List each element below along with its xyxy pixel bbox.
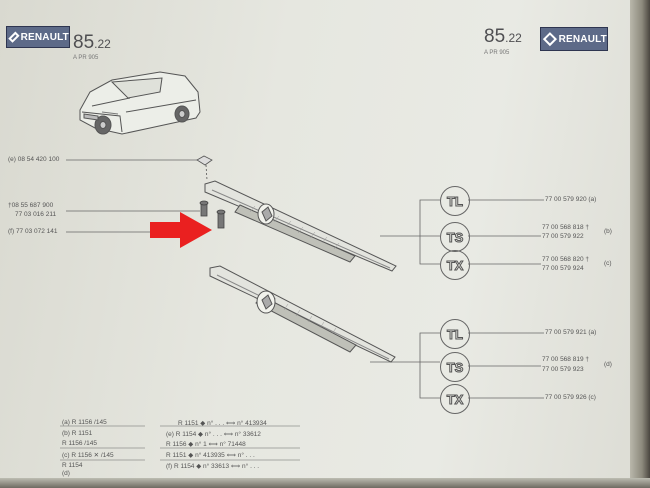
- legend-left-row: R 1154: [62, 462, 83, 469]
- page-number: 85: [73, 32, 95, 53]
- page-number-left: 85.22: [73, 32, 111, 54]
- car-illustration-icon: [79, 71, 201, 135]
- variant-tx-lower: TX: [440, 384, 470, 414]
- ref-dagger-part-2: 77 03 016 211: [15, 211, 57, 218]
- page-sub: .22: [94, 37, 111, 51]
- ref-dagger-part: †08 55 687 900: [8, 202, 54, 209]
- brand-label: RENAULT: [558, 33, 607, 45]
- screw-icon: [199, 200, 226, 229]
- part-ref: (a): [588, 329, 597, 336]
- part-number-tx-upper-1: 77 00 568 820 †: [542, 256, 589, 263]
- grille-strip-icon: [209, 265, 396, 363]
- part-ref-b: (b): [604, 228, 612, 235]
- variant-ts-lower: TS: [440, 352, 470, 382]
- part-ref: (a): [588, 196, 597, 203]
- renault-logo-right: RENAULT: [540, 27, 608, 51]
- part-number-tx-lower: 77 00 579 926 (c): [545, 394, 596, 401]
- legend-right-row: R 1151 ◆ n° . . . ⟺ n° 413934: [178, 420, 267, 427]
- legend-left-row: (c) R 1156 ✕ /145: [62, 452, 114, 459]
- part-number-ts-upper-1: 77 00 568 818 †: [542, 224, 589, 231]
- variant-tx-upper: TX: [440, 250, 470, 280]
- variant-ts-upper: TS: [440, 222, 470, 252]
- part-number: 77 00 579 921: [545, 329, 587, 336]
- legend-right-row: (e) R 1154 ◆ n° . . . ⟺ n° 33612: [166, 431, 261, 438]
- book-binding: [630, 0, 650, 488]
- part-number-tl-lower: 77 00 579 921 (a): [545, 329, 596, 336]
- part-ref: (c): [588, 394, 596, 401]
- part-number-tx-upper-2: 77 00 579 924: [542, 265, 584, 272]
- red-arrow-icon: [150, 212, 212, 248]
- part-number-tl-upper: 77 00 579 920 (a): [545, 196, 596, 203]
- part-number: 77 00 579 920: [545, 196, 587, 203]
- variant-tl-lower: TL: [440, 319, 470, 349]
- legend-left-row: (a) R 1156 /145: [62, 419, 107, 426]
- page-number: 85: [484, 26, 506, 47]
- ref-f-part: (f) 77 03 072 141: [8, 228, 58, 235]
- renault-logo-left: RENAULT: [6, 26, 70, 48]
- page-note-right: A PR 905: [484, 50, 510, 56]
- part-number-ts-lower-1: 77 00 568 819 †: [542, 356, 589, 363]
- page-sub: .22: [505, 31, 522, 45]
- grille-strip-icon: [204, 180, 397, 272]
- page-note-left: A PR 905: [73, 55, 99, 61]
- legend-right-row: R 1156 ◆ n° 1 ⟺ n° 71448: [166, 441, 246, 448]
- variant-tl-upper: TL: [440, 186, 470, 216]
- legend-right-row: (f) R 1154 ◆ n° 33613 ⟺ n° . . .: [166, 463, 260, 470]
- page-bottom-edge: [0, 478, 650, 488]
- ref-e-part: (e) 08 54 420 100: [8, 156, 60, 163]
- brand-label: RENAULT: [20, 31, 69, 43]
- legend-left-row: R 1156 /145: [62, 440, 97, 447]
- part-number: 77 00 579 926: [545, 394, 587, 401]
- part-ref-d: (d): [604, 361, 612, 368]
- part-number-ts-lower-2: 77 00 579 923: [542, 366, 584, 373]
- legend-left-row: (b) R 1151: [62, 430, 93, 437]
- legend-right-row: R 1151 ◆ n° 413935 ⟺ n° . . .: [166, 452, 255, 459]
- part-ref-c: (c): [604, 260, 612, 267]
- page-number-right: 85.22: [484, 26, 522, 48]
- clip-icon: [196, 155, 213, 181]
- part-number-ts-upper-2: 77 00 579 922: [542, 233, 584, 240]
- legend-left-row: (d): [62, 470, 70, 477]
